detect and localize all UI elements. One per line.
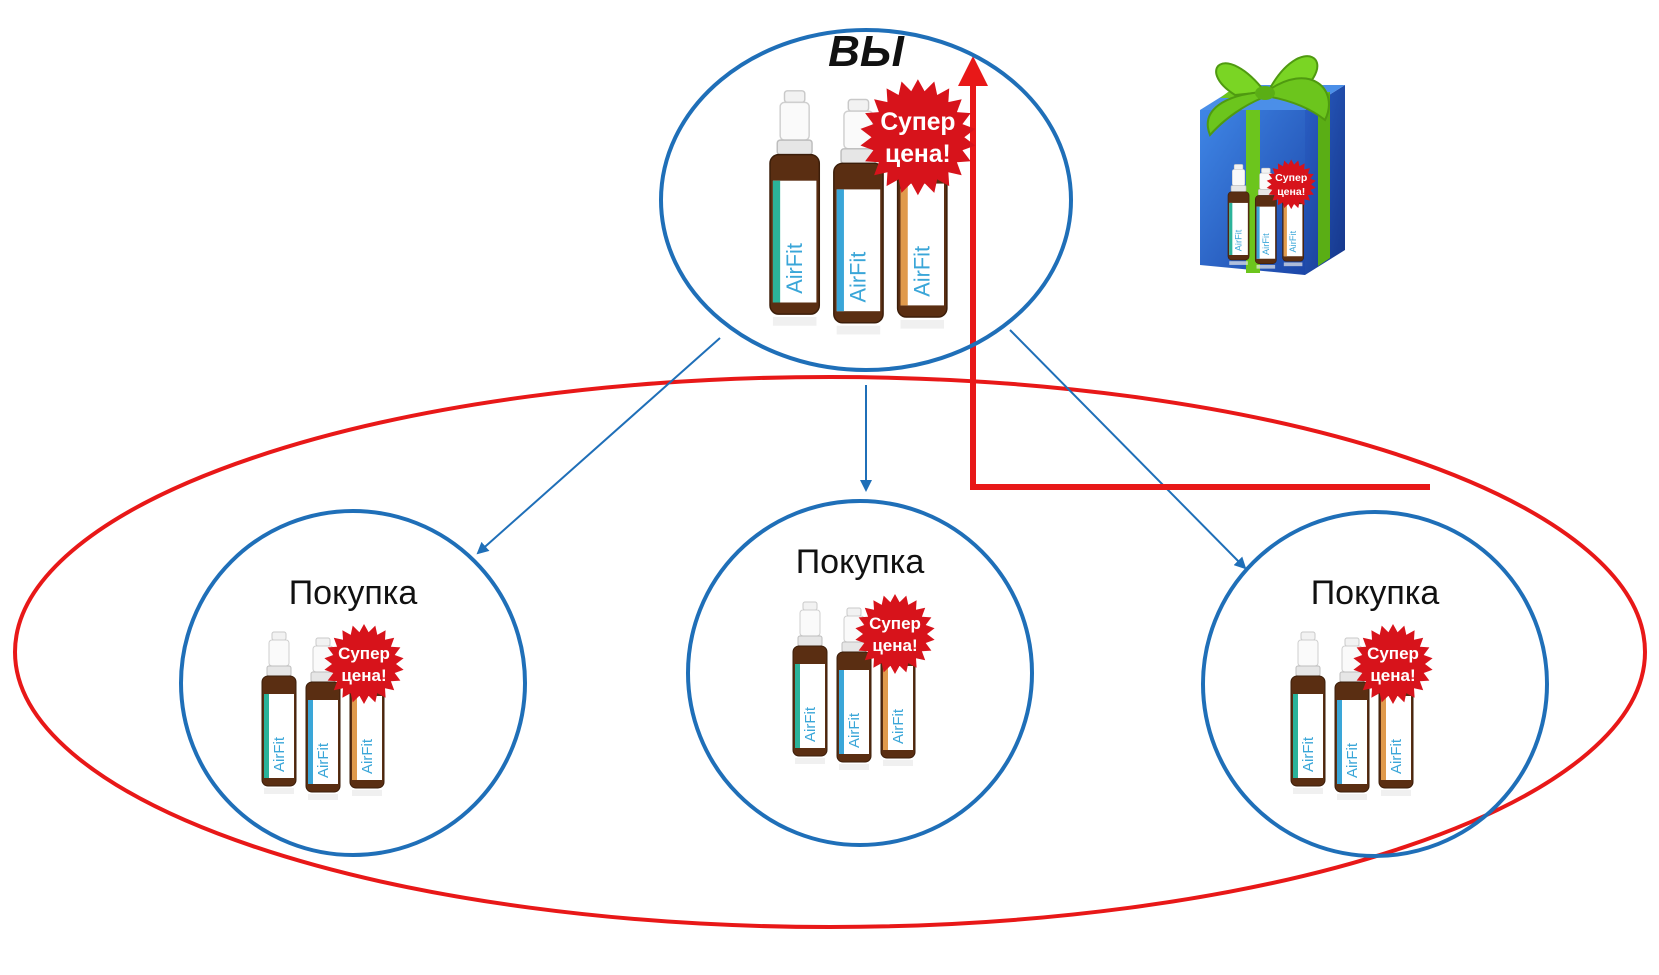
product-bottle-2: AirFit: [1334, 637, 1370, 800]
product-bottles-gift: AirFit AirFit AirFit Супер цена!: [1227, 159, 1316, 269]
purchase-node-left-label: Покупка: [289, 574, 418, 612]
you-node: ВЫ AirFit AirFit AirFit Супер цена!: [659, 27, 1073, 372]
badge-line-2: цена!: [341, 666, 386, 685]
you-node-circle: [659, 28, 1073, 372]
badge-line-1: Супер: [1275, 172, 1307, 184]
brand-label: AirFit: [1288, 230, 1298, 252]
badge-line-1: Супер: [880, 109, 955, 136]
purchase-node-center-label: Покупка: [796, 543, 925, 581]
super-price-badge: Супер цена!: [1266, 159, 1316, 210]
brand-label: AirFit: [846, 252, 871, 303]
product-bottles-left: AirFit AirFit AirFit Супер цена!: [261, 624, 404, 800]
product-bottle-1: AirFit: [1227, 164, 1250, 265]
product-bottle-2: AirFit: [1254, 167, 1277, 269]
super-price-badge: Супер цена!: [1353, 624, 1433, 704]
brand-label: AirFit: [315, 742, 332, 778]
product-bottles-center: AirFit AirFit AirFit Супер цена!: [792, 594, 935, 770]
purchase-node-center: Покупка AirFit AirFit AirFit Супер цена!: [686, 499, 1034, 847]
brand-label: AirFit: [782, 243, 807, 294]
product-bottle-1: AirFit: [769, 90, 821, 326]
super-price-badge: Супер цена!: [860, 79, 976, 196]
purchase-node-left: Покупка AirFit AirFit AirFit Супер цена!: [179, 509, 527, 857]
brand-label: AirFit: [1344, 742, 1361, 778]
badge-line-1: Супер: [338, 644, 390, 663]
purchase-node-right-label: Покупка: [1311, 574, 1440, 612]
super-price-badge: Супер цена!: [324, 624, 404, 704]
return-bonus-arrow: [958, 56, 1430, 490]
brand-label: AirFit: [271, 736, 288, 772]
product-bottle-1: AirFit: [261, 631, 297, 794]
product-bottle-2: AirFit: [833, 98, 884, 335]
brand-label: AirFit: [890, 708, 907, 744]
brand-label: AirFit: [802, 706, 819, 742]
connector-arrow-left: [476, 337, 721, 555]
purchase-node-left-circle: [179, 509, 527, 857]
connector-arrow-right: [1009, 329, 1247, 570]
you-label: ВЫ: [828, 27, 905, 76]
product-bottles-you: AirFit AirFit AirFit Супер цена!: [769, 79, 976, 335]
brand-label: AirFit: [1261, 233, 1271, 255]
brand-label: AirFit: [910, 246, 935, 297]
brand-label: AirFit: [359, 738, 376, 774]
badge-line-1: Супер: [869, 614, 921, 633]
badge-line-2: цена!: [872, 636, 917, 655]
badge-line-2: цена!: [1277, 186, 1305, 198]
product-bottle-2: AirFit: [305, 637, 341, 800]
purchase-node-center-circle: [686, 499, 1034, 847]
gift-box-icon: AirFit AirFit AirFit Супер цена!: [1200, 55, 1345, 275]
purchase-node-right-circle: [1201, 510, 1549, 858]
brand-label: AirFit: [1300, 736, 1317, 772]
badge-line-2: цена!: [885, 141, 951, 168]
purchase-node-right: Покупка AirFit AirFit AirFit Супер цена!: [1201, 510, 1549, 858]
product-bottle-2: AirFit: [836, 607, 872, 770]
brand-label: AirFit: [1234, 229, 1244, 251]
product-bottle-1: AirFit: [1290, 631, 1326, 794]
product-bottle-1: AirFit: [792, 601, 828, 764]
brand-label: AirFit: [846, 712, 863, 748]
badge-line-1: Супер: [1367, 644, 1419, 663]
badge-line-2: цена!: [1370, 666, 1415, 685]
purchase-group-outline: [13, 375, 1647, 929]
product-bottles-right: AirFit AirFit AirFit Супер цена!: [1290, 624, 1433, 800]
super-price-badge: Супер цена!: [855, 594, 935, 674]
brand-label: AirFit: [1388, 738, 1405, 774]
